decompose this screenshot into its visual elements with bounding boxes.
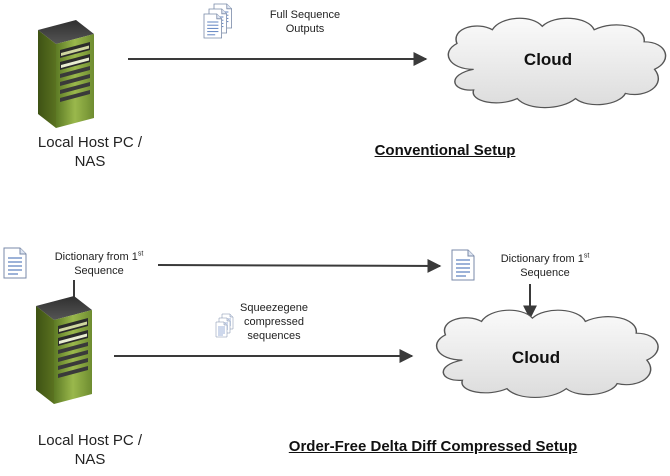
compressed-setup-title: Order-Free Delta Diff Compressed Setup [288,438,578,455]
dictionary-to-cloud-arrow [157,258,442,273]
dictionary-left-label: Dictionary from 1st Sequence [38,250,160,279]
compressed-host-label-line2: NAS [74,450,106,468]
squeezegene-line3: sequences [247,329,301,342]
conventional-server-icon [38,20,94,128]
squeezegene-label: Squeezegene compressed sequences [224,302,324,343]
dictionary-right-line2: Sequence [520,266,570,279]
conventional-setup [38,3,667,128]
dictionary-right-label: Dictionary from 1st Sequence [484,252,606,281]
conventional-setup-title: Conventional Setup [374,142,516,159]
conventional-cloud-label: Cloud [523,50,573,69]
squeezegene-line1: Squeezegene [240,302,308,314]
dictionary-left-line2: Sequence [74,264,124,277]
full-sequence-outputs-line1: Full Sequence [269,9,341,21]
conventional-host-label-line2: NAS [74,152,106,170]
full-sequence-outputs-line2: Outputs [285,22,325,35]
conventional-host-label-line1: Local Host PC / [37,134,143,151]
compressed-host-label: Local Host PC / NAS [20,432,160,470]
dictionary-left-line1: Dictionary from 1st [54,250,144,263]
compressed-setup [3,247,659,404]
compressed-cloud-label: Cloud [511,348,561,367]
compressed-server-icon [36,296,92,404]
conventional-files-icon [203,3,233,39]
full-sequence-outputs-label: Full Sequence Outputs [252,9,358,37]
dictionary-right-icon [451,249,475,281]
dictionary-left-icon [3,247,27,279]
dictionary-right-line1: Dictionary from 1st [500,252,590,265]
compressed-host-label-line1: Local Host PC / [37,432,143,449]
squeezegene-line2: compressed [244,315,304,328]
conventional-host-label: Local Host PC / NAS [20,134,160,172]
